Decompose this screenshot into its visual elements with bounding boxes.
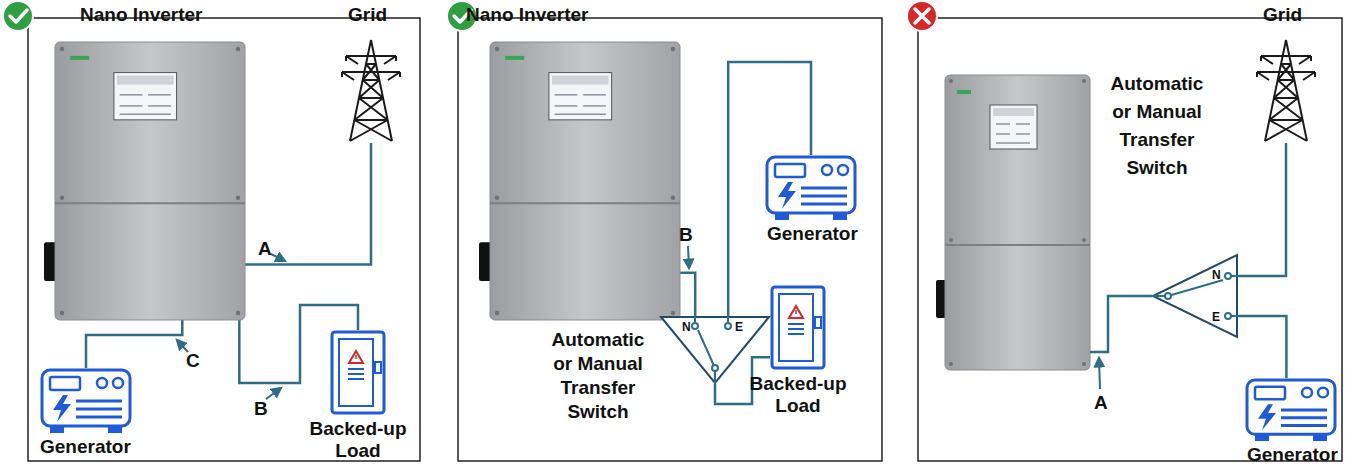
callout-letter: B — [254, 398, 268, 420]
callout-letter: B — [679, 224, 693, 246]
node-label: Backed-up Load — [306, 418, 410, 462]
callout-letter: A — [258, 238, 272, 260]
terminal-label: N — [1212, 268, 1221, 282]
node-label: Nano Inverter — [466, 4, 588, 26]
node-label: Generator — [1247, 444, 1338, 466]
load-panel-icon — [770, 285, 826, 370]
transmission-tower — [1255, 38, 1317, 143]
inverter-node: Nano Inverter — [490, 42, 680, 320]
wire-connector — [86, 320, 182, 368]
inverter-illustration — [936, 75, 1090, 370]
terminal-label: E — [735, 320, 743, 334]
node-label: Automatic or Manual Transfer Switch — [1102, 70, 1212, 182]
panel-frames — [28, 18, 1342, 461]
grid-node: Grid — [1255, 38, 1317, 143]
check-icon — [3, 1, 33, 31]
grid-node: Grid — [340, 38, 402, 143]
callout-letter: A — [1094, 392, 1108, 414]
cross-icon — [907, 1, 937, 31]
wire-connector — [245, 143, 371, 264]
terminal-label: N — [682, 320, 691, 334]
transfer-switch-triangle — [1152, 254, 1238, 338]
generator-node: Generator — [1245, 378, 1337, 442]
generator-node: Generator — [40, 368, 132, 434]
inverter-node: Nano Inverter — [55, 42, 245, 320]
load-node: Backed-up Load — [330, 330, 386, 415]
transfer-switch-node: Automatic or Manual Transfer SwitchNE — [1152, 254, 1238, 338]
load-node: Backed-up Load — [770, 285, 826, 370]
inverter-body — [490, 42, 680, 320]
wire-connector — [1238, 316, 1286, 378]
transmission-tower — [340, 38, 402, 143]
generator-icon — [40, 368, 132, 434]
node-label: Backed-up Load — [746, 373, 850, 417]
node-label: Nano Inverter — [80, 4, 202, 26]
inverter-body — [55, 42, 245, 320]
generator-node: Generator — [765, 155, 857, 221]
terminal-label: E — [1212, 310, 1220, 324]
node-label: Generator — [40, 436, 131, 458]
node-label: Generator — [767, 223, 858, 245]
callout-letter: C — [186, 350, 200, 372]
wire-connector — [680, 273, 695, 316]
node-label: Automatic or Manual Transfer Switch — [548, 328, 648, 424]
load-panel-icon — [330, 330, 386, 415]
node-label: Grid — [348, 4, 387, 26]
generator-icon — [1245, 378, 1337, 442]
node-label: Grid — [1263, 4, 1302, 26]
generator-icon — [765, 155, 857, 221]
wire-connector — [1238, 143, 1286, 276]
wire — [1090, 296, 1152, 352]
